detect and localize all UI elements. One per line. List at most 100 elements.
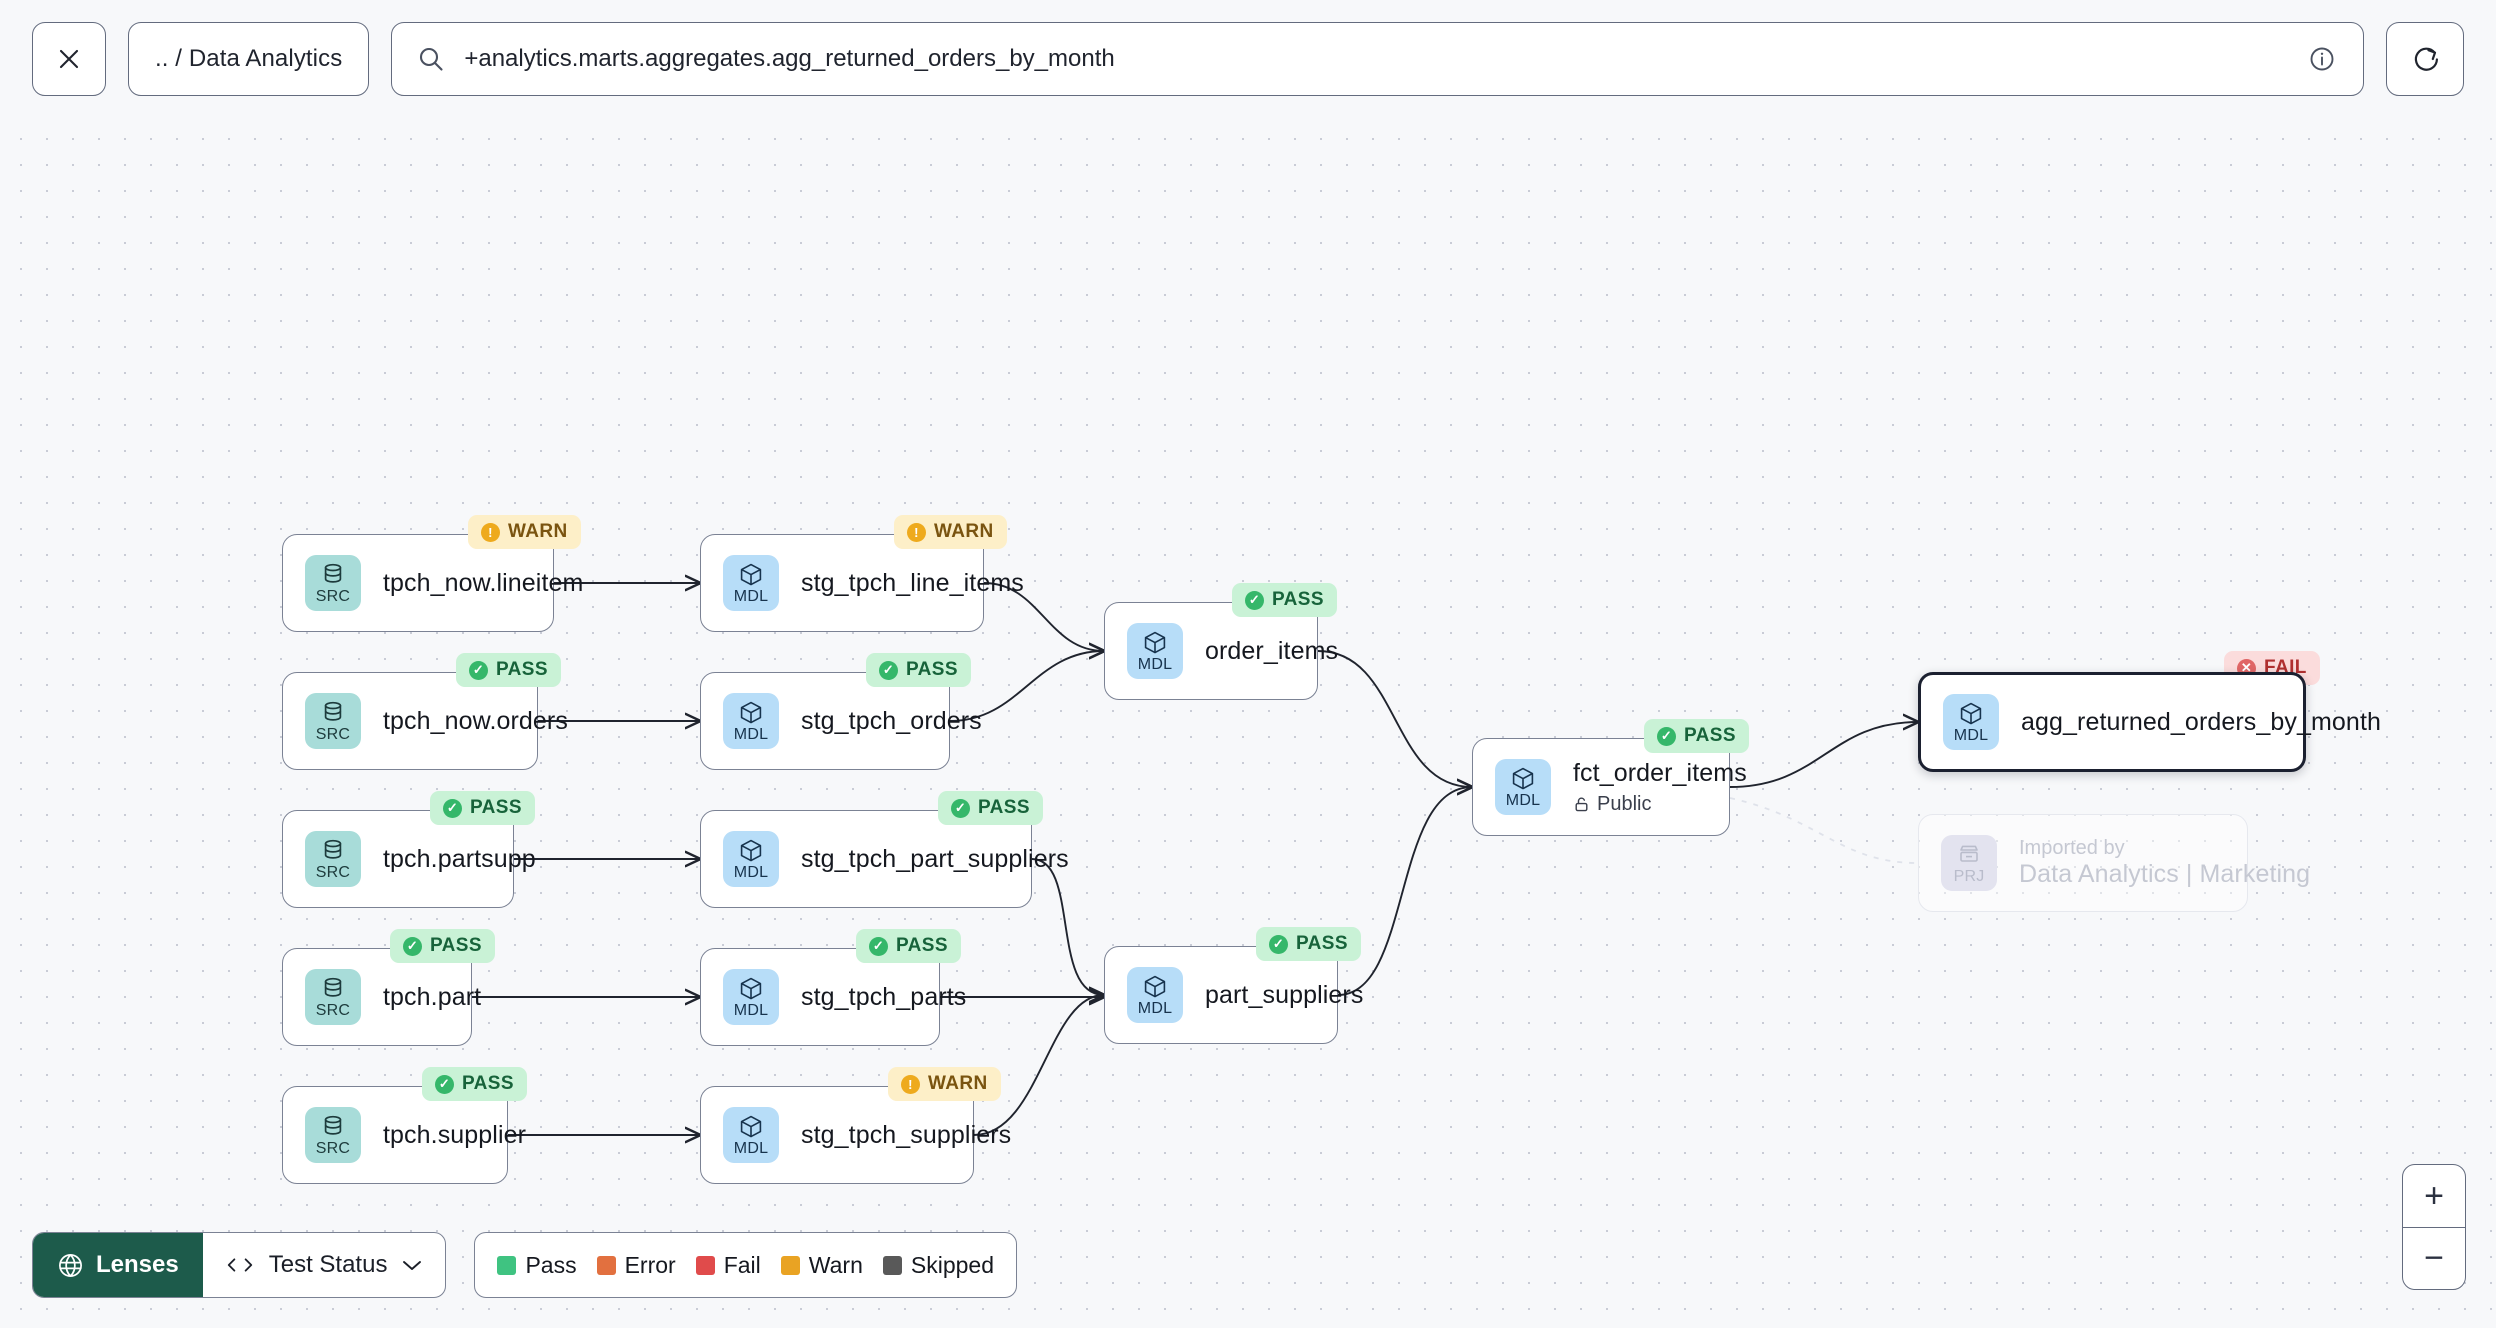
graph-edge-12 (1729, 722, 1918, 788)
status-badge-pass[interactable]: ✓ PASS (390, 929, 495, 963)
prj-type-badge: PRJ (1941, 835, 1997, 891)
lenses-button[interactable]: Lenses (33, 1233, 203, 1297)
zoom-out-button[interactable]: − (2403, 1227, 2465, 1289)
type-badge-label: MDL (733, 1001, 769, 1019)
close-button[interactable] (32, 22, 106, 96)
src-type-badge: SRC (305, 969, 361, 1025)
mdl-icon (738, 976, 764, 1002)
prj-icon (1956, 842, 1982, 868)
pass-status-icon: ✓ (443, 798, 462, 818)
pass-status-icon: ✓ (403, 936, 422, 956)
graph-node-agg_returned_orders_by_month[interactable]: MDL agg_returned_orders_by_month (1918, 672, 2381, 772)
mdl-icon (738, 838, 764, 864)
breadcrumb-button[interactable]: .. / Data Analytics (128, 22, 370, 96)
zoom-in-button[interactable]: + (2424, 1176, 2444, 1215)
pass-status-icon: ✓ (469, 660, 488, 680)
type-badge-label: MDL (1953, 726, 1989, 744)
legend-item-fail[interactable]: Fail (695, 1251, 761, 1279)
mdl-icon (1510, 766, 1536, 792)
src-type-badge: SRC (305, 1107, 361, 1163)
status-badge-label: PASS (462, 1073, 514, 1094)
status-badge-pass[interactable]: ✓PASS (866, 653, 971, 687)
graph-edge-11 (1337, 787, 1472, 996)
status-badge-warn[interactable]: !WARN (894, 515, 1007, 549)
warn-status-icon: ! (901, 1074, 920, 1094)
legend-label: Skipped (910, 1251, 995, 1278)
status-badge-pass[interactable]: ✓PASS (1232, 583, 1337, 617)
src-icon (320, 1114, 346, 1140)
status-badge-pass[interactable]: ✓PASS (1256, 927, 1361, 961)
status-badge-pass[interactable]: ✓PASS (938, 791, 1043, 825)
mdl-type-badge: MDL (723, 1107, 779, 1163)
status-badge-pass[interactable]: ✓PASS (856, 929, 961, 963)
mdl-icon (738, 1114, 764, 1140)
search-icon (416, 44, 446, 74)
type-badge-label: SRC (315, 863, 351, 881)
info-icon[interactable] (2307, 44, 2337, 74)
legend-label: Fail (723, 1251, 761, 1278)
node-text-block: agg_returned_orders_by_month (2021, 708, 2381, 737)
status-badge-label: PASS (470, 797, 522, 818)
type-badge-label: PRJ (1953, 867, 1985, 885)
legend-item-skipped[interactable]: Skipped (882, 1251, 995, 1279)
legend-swatch-warn (780, 1255, 800, 1275)
lenses-label: Lenses (96, 1251, 179, 1278)
status-badge-label: PASS (1272, 589, 1324, 610)
status-legend: Pass Error Fail Warn Skipped (474, 1232, 1018, 1298)
node-text-block: stg_tpch_part_suppliers (801, 845, 1069, 874)
search-input[interactable]: +analytics.marts.aggregates.agg_returned… (391, 22, 2364, 96)
node-visibility-label: Public (1573, 793, 1747, 816)
node-text-block: tpch.part (383, 983, 481, 1012)
graph-node-tpch_part[interactable]: SRC tpch.part (282, 948, 481, 1046)
node-label: fct_order_items (1573, 758, 1747, 787)
node-label: agg_returned_orders_by_month (2021, 707, 2381, 736)
refresh-button[interactable] (2386, 22, 2464, 96)
status-badge-pass[interactable]: ✓PASS (422, 1067, 527, 1101)
node-text-block: stg_tpch_orders (801, 707, 982, 736)
src-icon (320, 700, 346, 726)
legend-label: Pass (525, 1251, 577, 1278)
src-icon (320, 976, 346, 1002)
node-text-block: tpch_now.lineitem (383, 569, 583, 598)
status-badge-pass[interactable]: ✓PASS (1644, 719, 1749, 753)
status-badge-pass[interactable]: ✓ PASS (430, 791, 535, 825)
unlock-icon (1573, 796, 1590, 813)
graph-node-stg_tpch_parts[interactable]: MDL stg_tpch_parts (700, 948, 966, 1046)
status-badge-label: PASS (430, 935, 482, 956)
mdl-type-badge: MDL (1943, 694, 1999, 750)
close-icon (54, 44, 84, 74)
legend-item-pass[interactable]: Pass (497, 1251, 577, 1279)
status-badge-warn[interactable]: ! WARN (888, 1067, 1001, 1101)
legend-swatch-error (596, 1255, 616, 1275)
status-badge-warn[interactable]: !WARN (468, 515, 581, 549)
legend-item-error[interactable]: Error (596, 1252, 676, 1279)
graph-edge-7 (1031, 858, 1104, 995)
status-badge-label: WARN (934, 521, 994, 542)
status-badge-label: PASS (978, 797, 1030, 818)
chevron-down-icon (401, 1258, 423, 1272)
type-badge-label: SRC (315, 725, 351, 743)
test-status-dropdown[interactable]: Test Status (203, 1233, 446, 1297)
node-label: stg_tpch_parts (801, 982, 967, 1011)
mdl-icon (738, 700, 764, 726)
status-badge-pass[interactable]: ✓PASS (456, 653, 561, 687)
mdl-icon (1142, 974, 1168, 1000)
status-badge-label: WARN (928, 1073, 988, 1094)
legend-item-warn[interactable]: Warn (780, 1252, 863, 1279)
type-badge-label: SRC (315, 1139, 351, 1157)
